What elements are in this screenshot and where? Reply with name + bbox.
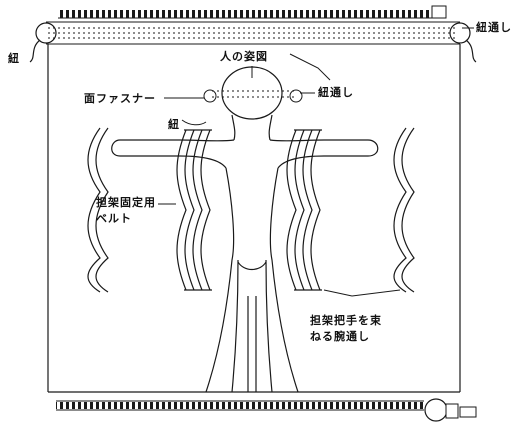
- label-face-fastener: 面ファスナー: [84, 92, 156, 105]
- label-himo-toshi-top: 紐通し: [476, 21, 512, 34]
- label-himo-center: 紐: [168, 118, 180, 131]
- person-outline-figure: [111, 66, 379, 393]
- head-dashed-channel: [203, 89, 303, 103]
- label-arm-loop-line2: ねる腕通し: [310, 330, 370, 343]
- cord-end-left: [29, 22, 57, 63]
- label-himo-left: 紐: [8, 52, 20, 65]
- label-belt-line2: ベルト: [96, 212, 132, 225]
- label-person-outline: 人の姿図: [220, 50, 268, 63]
- label-himo-toshi-mid: 紐通し: [318, 86, 354, 99]
- bottom-zipper-strip: [56, 398, 477, 422]
- right-arm-loop: [393, 127, 415, 293]
- top-zipper-strip: [58, 5, 447, 19]
- cord-channel: [46, 21, 460, 45]
- left-inner-belt: [176, 129, 212, 291]
- label-arm-loop-line1: 担架把手を束: [310, 314, 382, 327]
- label-leaders: [158, 27, 474, 297]
- right-inner-belt: [286, 129, 322, 291]
- cover-sheet-outline: [47, 44, 461, 393]
- cord-end-right: [449, 22, 477, 63]
- left-arm-loop: [87, 127, 109, 293]
- label-belt-line1: 担架固定用: [96, 196, 156, 209]
